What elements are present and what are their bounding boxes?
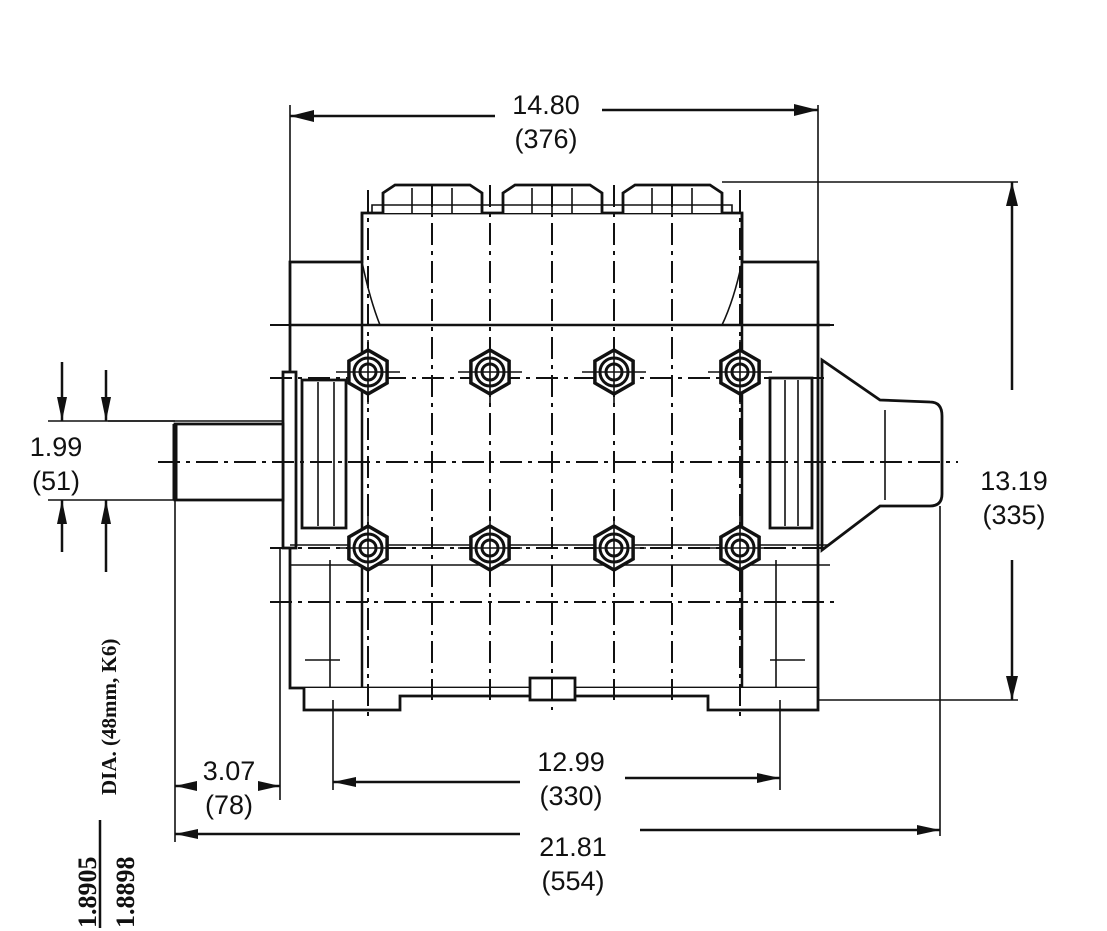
top-bolt-nut-2 [458, 340, 522, 404]
shaft-tolerance-lower: 1.8898 [111, 857, 140, 929]
shaft-length-mm: (78) [205, 790, 253, 820]
shaft-offset-mm: (51) [32, 466, 80, 496]
drive-shaft [108, 420, 285, 502]
mount-spacing-mm: (330) [539, 781, 602, 811]
shaft-diameter-label: DIA. (48mm, K6) [97, 639, 121, 795]
bottom-bolt-nut-4 [708, 516, 772, 580]
bottom-bolt-nut-2 [458, 516, 522, 580]
dimension-lines [48, 104, 1018, 842]
bottom-bolt-row [336, 516, 772, 580]
overall-width-inch: 14.80 [512, 90, 580, 120]
top-bolt-nut-1 [336, 340, 400, 404]
shaft-length-inch: 3.07 [203, 756, 256, 786]
shaft-offset-inch: 1.99 [30, 432, 83, 462]
height-mm: (335) [982, 500, 1045, 530]
pump-body [281, 183, 944, 712]
overall-length-mm: (554) [541, 866, 604, 896]
top-bolt-row [336, 340, 772, 404]
bottom-bolt-nut-3 [582, 516, 646, 580]
overall-length-inch: 21.81 [539, 832, 607, 862]
top-bolt-nut-4 [708, 340, 772, 404]
bottom-bolt-nut-1 [336, 516, 400, 580]
shaft-tolerance-upper: 1.8905 [73, 857, 102, 929]
dimension-labels: 14.80 (376) 13.19 (335) 1.99 (51) 3.07 (… [30, 90, 1048, 928]
overall-width-mm: (376) [514, 124, 577, 154]
height-inch: 13.19 [980, 466, 1048, 496]
top-bolt-nut-3 [582, 340, 646, 404]
mount-spacing-inch: 12.99 [537, 747, 605, 777]
